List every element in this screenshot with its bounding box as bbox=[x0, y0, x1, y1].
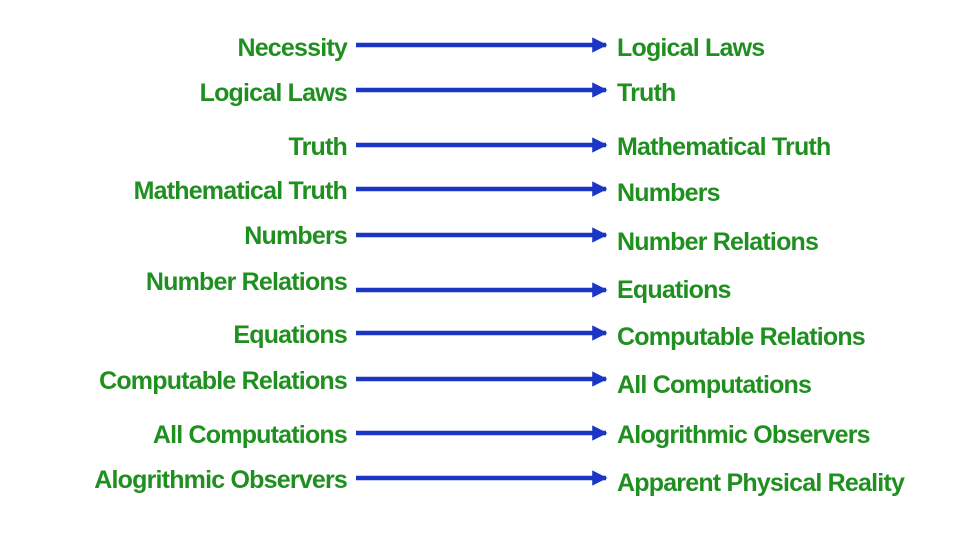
relation-row: Alogrithmic Observers Apparent Physical R… bbox=[94, 466, 905, 497]
source-term: Number Relations bbox=[146, 268, 347, 296]
target-term: Numbers bbox=[617, 179, 720, 207]
relation-row: Computable Relations All Computations bbox=[99, 367, 812, 399]
relation-row: Equations Computable Relations bbox=[233, 321, 865, 351]
relation-row: Numbers Number Relations bbox=[244, 222, 819, 256]
source-term: Equations bbox=[233, 321, 347, 349]
relation-row: Logical Laws Truth bbox=[200, 79, 677, 107]
relation-row: Number Relations Equations bbox=[146, 268, 732, 304]
source-term: Truth bbox=[289, 133, 348, 161]
relation-row: All Computations Alogrithmic Observers bbox=[153, 421, 871, 449]
relation-row: Truth Mathematical Truth bbox=[289, 133, 832, 161]
target-term: Alogrithmic Observers bbox=[617, 421, 870, 449]
target-term: All Computations bbox=[617, 371, 811, 399]
source-term: All Computations bbox=[153, 421, 347, 449]
source-term: Logical Laws bbox=[200, 79, 347, 107]
source-term: Alogrithmic Observers bbox=[94, 466, 347, 494]
source-term: Mathematical Truth bbox=[134, 177, 347, 205]
target-term: Truth bbox=[617, 79, 676, 107]
source-term: Necessity bbox=[237, 34, 347, 62]
target-term: Logical Laws bbox=[617, 34, 764, 62]
target-term: Computable Relations bbox=[617, 323, 865, 351]
source-term: Numbers bbox=[244, 222, 347, 250]
target-term: Number Relations bbox=[617, 228, 818, 256]
relation-row: Mathematical Truth Numbers bbox=[134, 177, 721, 207]
target-term: Mathematical Truth bbox=[617, 133, 830, 161]
source-term: Computable Relations bbox=[99, 367, 347, 395]
target-term: Apparent Physical Reality bbox=[617, 469, 905, 497]
target-term: Equations bbox=[617, 276, 731, 304]
relation-row: Necessity Logical Laws bbox=[237, 34, 765, 62]
